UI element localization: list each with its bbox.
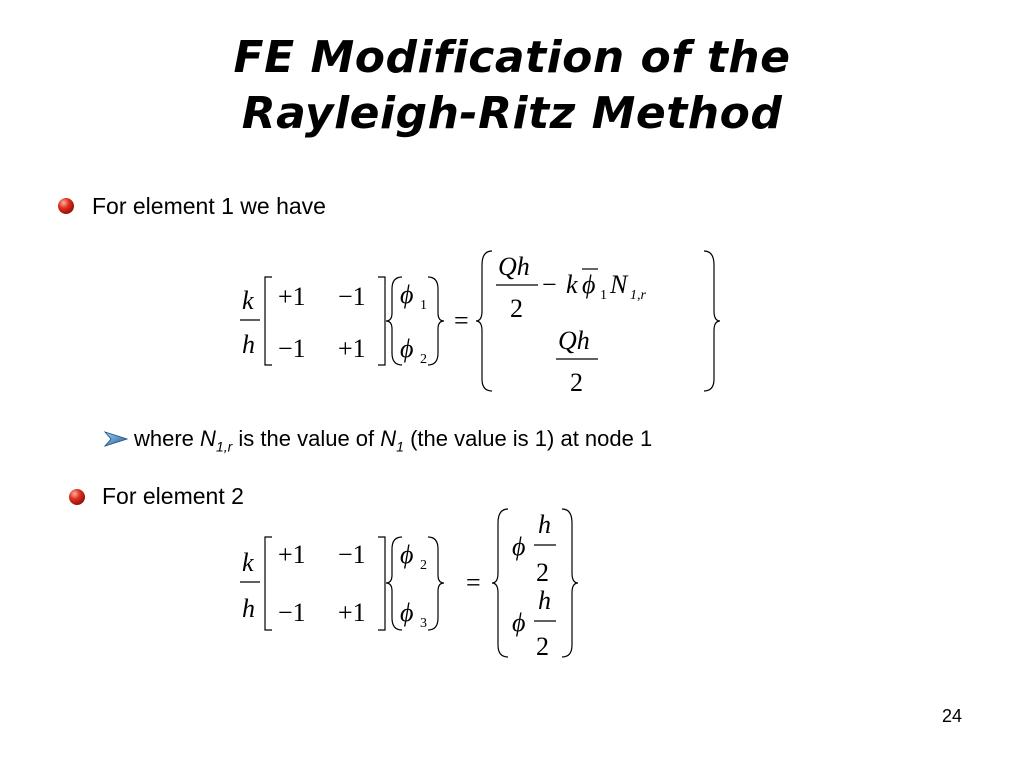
eq1-phi-bar: ϕ [582, 270, 595, 299]
svg-text:2: 2 [420, 558, 427, 573]
slide-title: FE Modification of the Rayleigh-Ritz Met… [0, 30, 1024, 142]
eq1-m12: −1 [338, 282, 366, 311]
eq1-phi-1: ϕ [400, 280, 413, 309]
title-line-2: Rayleigh-Ritz Method [241, 88, 783, 139]
svg-text:2: 2 [510, 294, 523, 323]
eq2-m22: +1 [338, 598, 366, 627]
eq2-phi-rhs-1: ϕ [512, 532, 525, 561]
equation-element-1: k h +1 −1 −1 +1 ϕ 1 ϕ 2 = Qh 2 − k ϕ 1 N… [240, 250, 721, 397]
equation-element-2: k h +1 −1 −1 +1 ϕ 2 ϕ 3 = ϕ h 2 ϕ h 2 [240, 508, 579, 661]
svg-text:1: 1 [420, 298, 427, 313]
eq1-m21: −1 [278, 334, 306, 363]
eq2-m11: +1 [278, 540, 306, 569]
bullet-text-element-2: For element 2 [102, 483, 244, 509]
svg-text:1,r: 1,r [630, 288, 647, 303]
bullet-icon [58, 198, 74, 214]
eq2-phi-rhs-2: ϕ [512, 608, 525, 637]
svg-text:2: 2 [570, 368, 583, 397]
svg-text:2: 2 [420, 352, 427, 367]
arrow-bullet-icon [104, 431, 128, 447]
bullet-text-element-1: For element 1 we have [92, 193, 326, 219]
eq1-Qh-1: Qh [498, 252, 530, 281]
eq1-m11: +1 [278, 282, 306, 311]
eq2-k: k [242, 548, 254, 577]
eq2-m12: −1 [338, 540, 366, 569]
svg-text:k: k [566, 270, 578, 299]
eq2-m21: −1 [278, 598, 306, 627]
eq1-phi-2: ϕ [400, 334, 413, 363]
svg-text:h: h [538, 510, 551, 539]
svg-text:−: − [542, 270, 557, 299]
bullet-icon [69, 489, 85, 505]
eq1-k: k [242, 286, 254, 315]
svg-text:2: 2 [536, 558, 549, 587]
eq2-phi-2: ϕ [400, 540, 413, 569]
note-text: where N1,r is the value of N1 (the value… [134, 426, 653, 455]
eq2-equals: = [466, 568, 481, 597]
eq1-equals: = [454, 306, 469, 335]
eq2-h: h [242, 594, 255, 623]
title-line-1: FE Modification of the [233, 32, 791, 83]
svg-text:1: 1 [600, 288, 607, 303]
eq1-h: h [242, 330, 255, 359]
eq1-Qh-2: Qh [558, 326, 590, 355]
eq2-phi-3: ϕ [400, 598, 413, 627]
page-number: 24 [941, 706, 962, 726]
svg-text:h: h [538, 586, 551, 615]
svg-text:3: 3 [420, 616, 427, 631]
svg-text:2: 2 [536, 632, 549, 661]
eq1-m22: +1 [338, 334, 366, 363]
svg-text:N: N [609, 270, 629, 299]
